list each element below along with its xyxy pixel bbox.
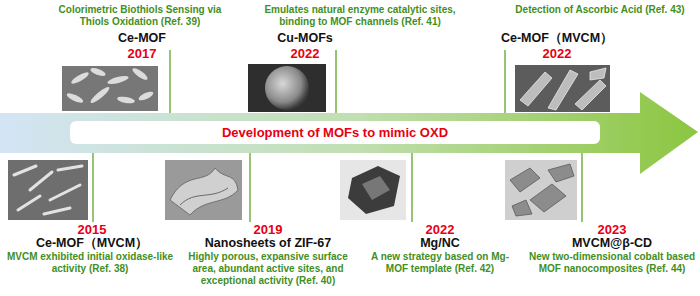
sem-image	[248, 64, 326, 112]
theme-title: Development of MOFs to mimic OXD	[222, 125, 448, 141]
description-text: MVCM exhibited initial oxidase-like acti…	[6, 251, 174, 275]
year-label: 2023	[572, 222, 652, 237]
material-name: Mg/NC	[380, 236, 500, 251]
material-name: Ce-MOF（MVCM）	[17, 236, 167, 251]
sem-image	[165, 160, 242, 220]
sem-image	[340, 160, 406, 220]
sem-image	[62, 66, 158, 111]
year-label: 2019	[228, 222, 308, 237]
material-name: MVCM@β-CD	[537, 236, 687, 251]
material-name: Nanosheets of ZIF-67	[183, 236, 353, 251]
theme-bar: Development of MOFs to mimic OXD	[70, 121, 600, 144]
material-name: Ce-MOF（MVCM）	[482, 31, 632, 46]
year-label: 2022	[400, 222, 480, 237]
description-text: Emulates natural enzyme catalytic sites,…	[245, 4, 475, 28]
sem-image	[505, 160, 577, 220]
material-name: Cu-MOFs	[245, 31, 365, 46]
sem-image	[515, 65, 610, 112]
description-text: New two-dimensional cobalt based MOF nan…	[527, 251, 697, 275]
year-label: 2017	[102, 46, 182, 61]
year-label: 2015	[52, 222, 132, 237]
year-label: 2022	[265, 46, 345, 61]
year-label: 2022	[517, 46, 597, 61]
description-text: Detection of Ascorbic Acid (Ref. 43)	[515, 4, 685, 16]
description-text: Highly porous, expansive surface area, a…	[178, 251, 358, 287]
description-text: Colorimetric Biothiols Sensing via Thiol…	[53, 4, 228, 28]
description-text: A new strategy based on Mg-MOF template …	[370, 251, 510, 275]
material-name: Ce-MOF	[67, 31, 217, 46]
sem-image	[8, 160, 88, 220]
